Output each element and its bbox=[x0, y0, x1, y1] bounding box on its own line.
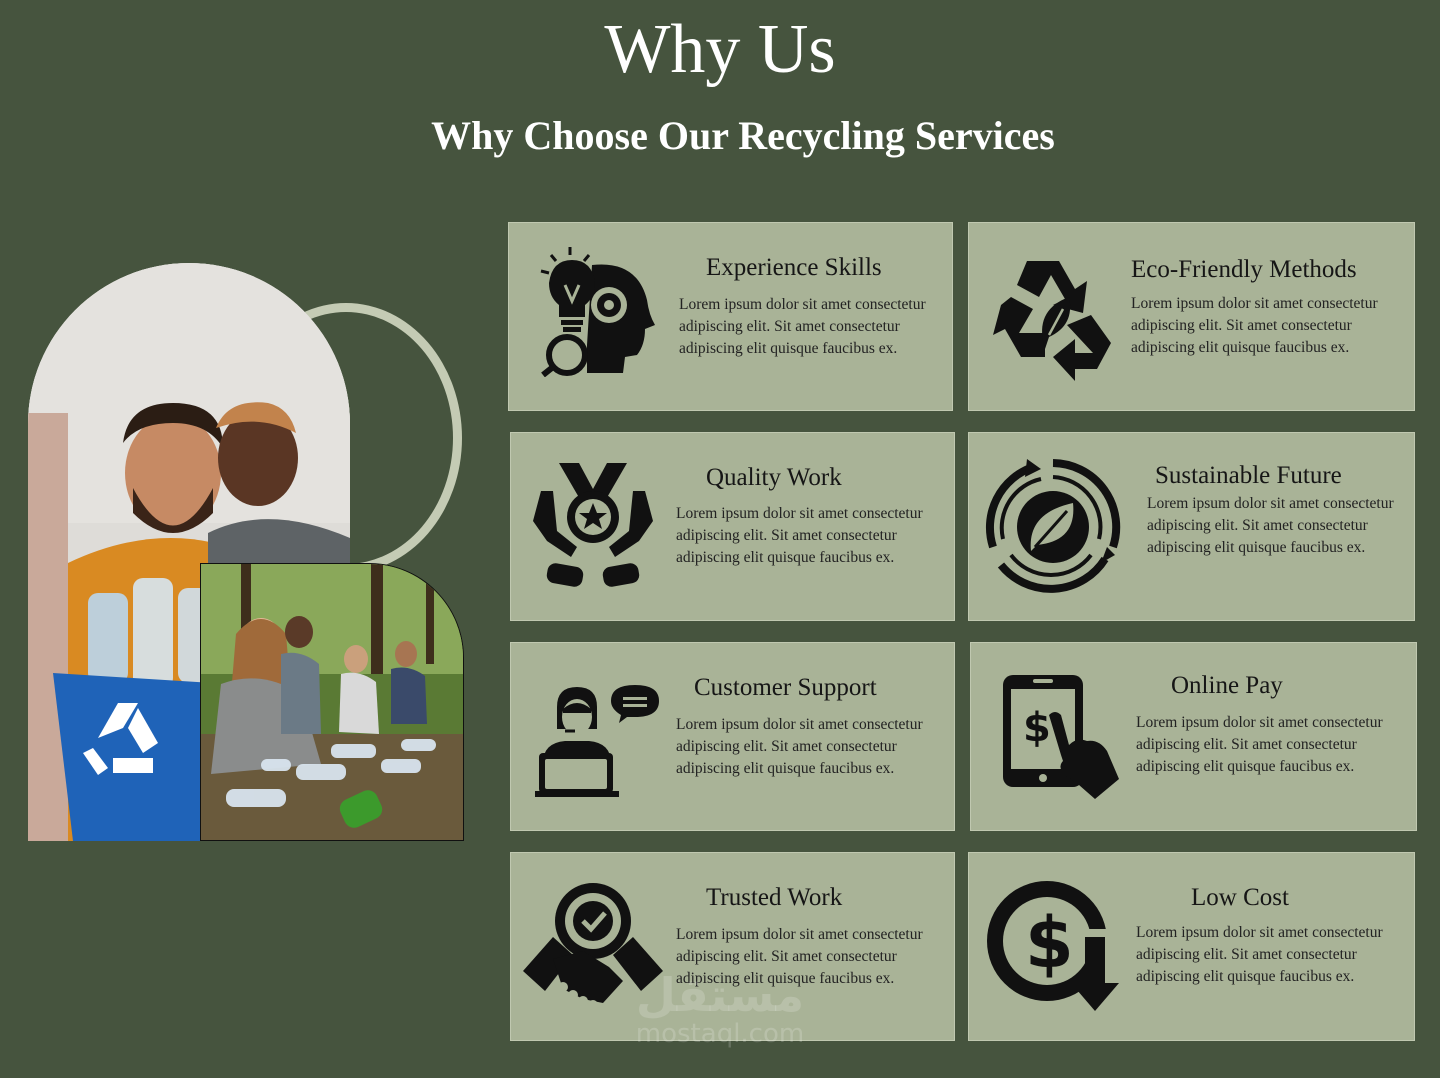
svg-text:$: $ bbox=[1025, 902, 1074, 984]
card-title: Low Cost bbox=[1191, 884, 1289, 911]
secondary-photo bbox=[200, 563, 464, 841]
watermark: مستقل mostaql.com bbox=[630, 970, 810, 1048]
card-title: Trusted Work bbox=[706, 884, 843, 911]
feature-card-quality-work: Quality Work Lorem ipsum dolor sit amet … bbox=[510, 432, 955, 621]
card-title: Sustainable Future bbox=[1155, 462, 1342, 489]
page-subtitle: Why Choose Our Recycling Services bbox=[431, 113, 1055, 158]
dollar-down-arrow-icon: $ bbox=[985, 879, 1119, 1015]
feature-card-low-cost: $ Low Cost Lorem ipsum dolor sit amet co… bbox=[968, 852, 1415, 1041]
card-body: Lorem ipsum dolor sit amet consectetur a… bbox=[1131, 295, 1378, 356]
feature-card-experience-skills: Experience Skills Lorem ipsum dolor sit … bbox=[508, 222, 953, 411]
feature-card-eco-friendly-methods: Eco-Friendly Methods Lorem ipsum dolor s… bbox=[968, 222, 1415, 411]
recycle-leaf-icon bbox=[987, 253, 1117, 381]
card-body: Lorem ipsum dolor sit amet consectetur a… bbox=[1147, 495, 1394, 556]
card-body: Lorem ipsum dolor sit amet consectetur a… bbox=[1136, 924, 1383, 985]
card-title: Experience Skills bbox=[706, 254, 882, 281]
page-title: Why Us bbox=[604, 11, 836, 88]
watermark-latin: mostaql.com bbox=[635, 1019, 805, 1049]
phone-payment-icon: $ bbox=[1003, 675, 1121, 799]
card-body: Lorem ipsum dolor sit amet consectetur a… bbox=[676, 926, 923, 987]
card-title: Quality Work bbox=[706, 464, 842, 491]
card-body: Lorem ipsum dolor sit amet consectetur a… bbox=[1136, 714, 1383, 775]
svg-text:$: $ bbox=[1023, 705, 1051, 751]
lightbulb-gear-head-icon bbox=[537, 245, 657, 377]
feature-card-trusted-work: Trusted Work Lorem ipsum dolor sit amet … bbox=[510, 852, 955, 1041]
card-title: Eco-Friendly Methods bbox=[1131, 256, 1357, 283]
card-body: Lorem ipsum dolor sit amet consectetur a… bbox=[676, 716, 923, 777]
card-title: Online Pay bbox=[1171, 672, 1283, 699]
card-title: Customer Support bbox=[694, 674, 877, 701]
watermark-arabic: مستقل bbox=[635, 968, 805, 1022]
leaf-cycle-icon bbox=[981, 455, 1125, 599]
card-body: Lorem ipsum dolor sit amet consectetur a… bbox=[679, 296, 926, 357]
feature-card-online-pay: $ Online Pay Lorem ipsum dolor sit amet … bbox=[970, 642, 1417, 831]
support-agent-icon bbox=[535, 683, 659, 801]
card-body: Lorem ipsum dolor sit amet consectetur a… bbox=[676, 505, 923, 566]
handshake-check-icon bbox=[523, 881, 663, 1013]
feature-card-sustainable-future: Sustainable Future Lorem ipsum dolor sit… bbox=[968, 432, 1415, 621]
feature-card-customer-support: Customer Support Lorem ipsum dolor sit a… bbox=[510, 642, 955, 831]
medal-hands-icon bbox=[527, 461, 657, 591]
